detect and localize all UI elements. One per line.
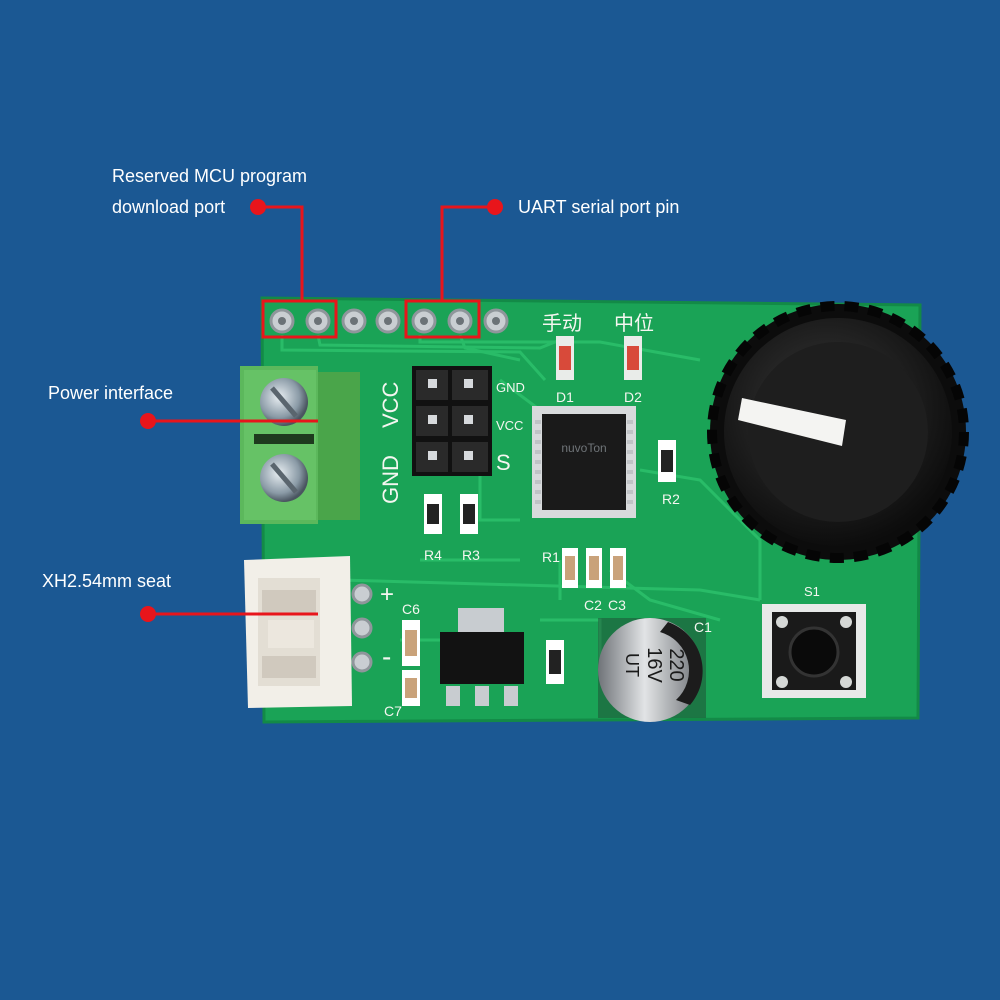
silk-plus: +	[380, 581, 394, 608]
silk-c2: C2	[584, 597, 602, 613]
led-d1	[556, 336, 574, 380]
chip-brand-label: nuvoTon	[561, 441, 606, 455]
cap-value-label: 220	[665, 648, 687, 681]
mcu-port-label-line2: download port	[112, 197, 226, 217]
silk-s-label: S	[496, 450, 511, 475]
smd-components	[402, 440, 676, 706]
led-d2	[624, 336, 642, 380]
mcu-chip: nuvoTon	[532, 406, 636, 518]
xh-connector	[244, 556, 373, 708]
potentiometer-knob	[707, 301, 969, 563]
silk-d1: D1	[556, 389, 574, 405]
pcb-traces	[280, 334, 762, 670]
jumper-header	[412, 366, 492, 476]
electrolytic-capacitor: 220 16V UT	[598, 618, 706, 722]
silk-gnd-big: GND	[378, 455, 403, 504]
cap-series-label: UT	[622, 653, 642, 677]
callout-dots	[140, 199, 503, 622]
silk-d2: D2	[624, 389, 642, 405]
silk-minus: -	[382, 641, 391, 672]
power-interface-label: Power interface	[48, 383, 174, 403]
silk-s1: S1	[804, 584, 820, 599]
mcu-port-dot	[250, 199, 266, 215]
silk-center-cn: 中位	[614, 312, 654, 335]
silk-r1: R1	[542, 549, 560, 565]
silk-c6: C6	[402, 601, 420, 617]
silk-r3: R3	[462, 547, 480, 563]
silk-gnd-small: GND	[496, 380, 525, 395]
header-pins	[269, 308, 509, 334]
xh-seat-label: XH2.54mm seat	[42, 571, 172, 591]
cap-voltage-label: 16V	[643, 647, 665, 683]
voltage-regulator	[440, 608, 524, 706]
silk-vcc-big: VCC	[378, 381, 403, 428]
silk-r4: R4	[424, 547, 442, 563]
silk-c7: C7	[384, 703, 402, 719]
silk-vcc-small: VCC	[496, 418, 523, 433]
silk-c3: C3	[608, 597, 626, 613]
uart-leader	[440, 205, 495, 301]
mcu-port-highlight	[261, 299, 338, 339]
silkscreen-labels: VCC GND GND VCC S 手动 中位 D1 D2 R2 R4 R3 R…	[378, 312, 820, 719]
uart-label: UART serial port pin	[518, 197, 680, 217]
power-dot	[140, 413, 156, 429]
silk-manual-cn: 手动	[542, 312, 582, 335]
silk-r2: R2	[662, 491, 680, 507]
screw-terminal	[240, 366, 360, 524]
uart-dot	[487, 199, 503, 215]
tactile-switch	[762, 604, 866, 698]
silk-c1: C1	[694, 619, 712, 635]
mcu-port-label-line1: Reserved MCU program	[112, 166, 308, 186]
callout-lines	[148, 205, 495, 616]
mcu-port-leader	[258, 205, 304, 301]
xh-seat-dot	[140, 606, 156, 622]
